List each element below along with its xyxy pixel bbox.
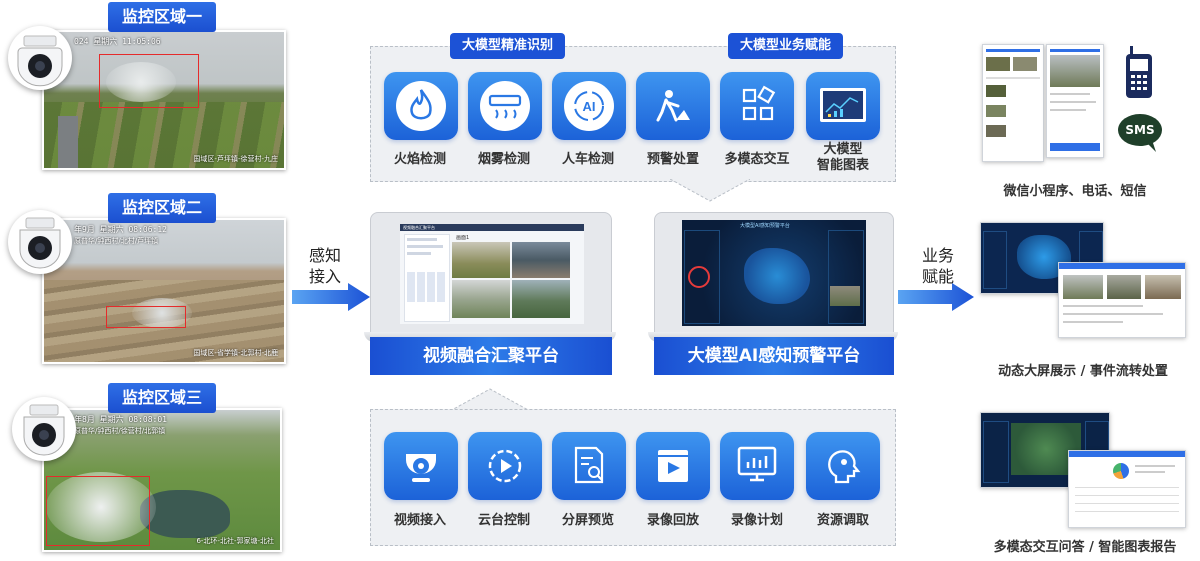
recording-plan-label: 录像计划 bbox=[730, 513, 783, 528]
split-preview-tile[interactable] bbox=[552, 432, 626, 500]
smoke-plume bbox=[46, 472, 156, 542]
resource-retrieval-label: 资源调取 bbox=[816, 513, 869, 528]
zone1-timestamp: 024 星期六 11:05:06 bbox=[74, 37, 161, 46]
ai-detection-icon: AI bbox=[574, 91, 604, 121]
notification-channels-label: 微信小程序、电话、短信 bbox=[1003, 184, 1147, 199]
zone2-title: 监控区域二 bbox=[108, 193, 217, 223]
zone3-video-feed[interactable]: 年8月 星期六 08:08:01 原普华/钟西村/徐营村/北郭镇 6-北环-北社… bbox=[42, 408, 282, 552]
precise-recognition-pill: 大模型精准识别 bbox=[450, 33, 566, 59]
zone2-location: 原普华/钟西村/北村/芦坪镇 bbox=[74, 237, 159, 245]
zone1-detection-box bbox=[99, 54, 199, 108]
recording-playback-label: 录像回放 bbox=[646, 513, 699, 528]
bottom-panel-callout bbox=[450, 388, 530, 411]
smoke-detection-label: 烟雾检测 bbox=[477, 152, 530, 167]
camera-icon bbox=[406, 454, 436, 482]
event-flow-screen[interactable] bbox=[1058, 262, 1186, 338]
business-empower-label: 业务 赋能 bbox=[921, 246, 954, 286]
zone3-timestamp: 年8月 星期六 08:08:01 bbox=[74, 415, 167, 424]
field-rows bbox=[44, 102, 284, 168]
person-vehicle-detection-label: 人车检测 bbox=[561, 152, 614, 167]
video-access-label: 视频接入 bbox=[393, 513, 446, 528]
flame-icon bbox=[410, 89, 432, 120]
multimodal-blocks-icon bbox=[742, 85, 776, 121]
zone3-caption: 6-北环-北社-郭家塘-北社 bbox=[196, 537, 274, 545]
resource-retrieval-tile[interactable] bbox=[806, 432, 880, 500]
mobile-phone-icon bbox=[1126, 46, 1152, 98]
chart-dashboard-icon bbox=[820, 88, 866, 122]
smoke-plume bbox=[106, 62, 176, 102]
video-fusion-screen: 视频融合汇聚平台 画面1 bbox=[400, 224, 584, 324]
ptz-gear-icon bbox=[488, 449, 522, 483]
flame-detection-tile[interactable] bbox=[384, 72, 458, 140]
mini-program-screen-2[interactable] bbox=[1046, 44, 1104, 158]
right-arrow-icon bbox=[898, 283, 974, 311]
screen-panel-title: 画面1 bbox=[456, 235, 470, 241]
utility-pole bbox=[58, 116, 78, 168]
document-search-icon bbox=[574, 446, 604, 484]
ai-warning-platform-label: 大模型AI感知预警平台 bbox=[654, 337, 894, 375]
warning-disposal-tile[interactable] bbox=[636, 72, 710, 140]
top-panel-callout bbox=[670, 179, 750, 202]
video-fusion-platform-label: 视频融合汇聚平台 bbox=[370, 337, 612, 375]
warning-disposal-label: 预警处置 bbox=[646, 152, 699, 167]
zone3-detection-box bbox=[46, 476, 150, 546]
zone1-video-feed[interactable]: 024 星期六 11:05:06 国域区-芦坪镇-徐营村-九庄 bbox=[42, 30, 286, 170]
pond bbox=[140, 490, 230, 538]
ptz-control-label: 云台控制 bbox=[477, 513, 530, 528]
multimodal-report-label: 多模态交互问答 / 智能图表报告 bbox=[993, 540, 1177, 555]
zone3-location: 原普华/钟西村/徐营村/北郭镇 bbox=[74, 427, 166, 435]
flame-detection-label: 火焰检测 bbox=[393, 152, 446, 167]
smart-chart-tile[interactable] bbox=[806, 72, 880, 140]
multimodal-interaction-tile[interactable] bbox=[720, 72, 794, 140]
smart-chart-report-screen[interactable] bbox=[1068, 450, 1186, 528]
ai-warning-screen: 大模型AI感知预警平台 bbox=[682, 220, 866, 326]
video-access-tile[interactable] bbox=[384, 432, 458, 500]
worker-shovel-icon bbox=[656, 90, 690, 122]
person-vehicle-detection-tile[interactable]: AI bbox=[552, 72, 626, 140]
multimodal-interaction-label: 多模态交互 bbox=[724, 152, 790, 167]
smoke-detection-tile[interactable] bbox=[468, 72, 542, 140]
zone2-video-feed[interactable]: 年9月 星期六 08:06:12 原普华/钟西村/北村/芦坪镇 国域区-省学镇-… bbox=[42, 218, 286, 364]
zone2-timestamp: 年9月 星期六 08:06:12 bbox=[74, 225, 167, 234]
screen-app-title: 视频融合汇聚平台 bbox=[403, 225, 435, 230]
zone3-title: 监控区域三 bbox=[108, 383, 217, 413]
video-play-icon bbox=[658, 450, 688, 482]
mini-program-screen-1[interactable] bbox=[982, 44, 1044, 162]
smoke-detector-icon bbox=[488, 94, 522, 119]
smart-chart-label: 大模型 智能图表 bbox=[816, 142, 869, 173]
dashboard-event-label: 动态大屏展示 / 事件流转处置 bbox=[998, 364, 1168, 379]
screen-app-title: 大模型AI感知预警平台 bbox=[740, 223, 790, 229]
ptz-camera-2-icon bbox=[8, 210, 72, 274]
ptz-camera-1-icon bbox=[8, 26, 72, 90]
zone1-title: 监控区域一 bbox=[108, 2, 217, 32]
sms-icon: SMS bbox=[1116, 112, 1164, 152]
ptz-camera-3-icon bbox=[12, 397, 76, 461]
zone1-caption: 国域区-芦坪镇-徐营村-九庄 bbox=[193, 155, 278, 163]
split-preview-label: 分屏预览 bbox=[561, 513, 614, 528]
right-arrow-icon bbox=[292, 283, 370, 311]
business-empower-pill: 大模型业务赋能 bbox=[728, 33, 844, 59]
zone2-detection-box bbox=[106, 306, 186, 328]
zone2-caption: 国域区-省学镇-北郭村-北鹿 bbox=[193, 349, 278, 357]
recording-plan-tile[interactable] bbox=[720, 432, 794, 500]
sensing-access-label: 感知 接入 bbox=[308, 246, 341, 286]
ptz-control-tile[interactable] bbox=[468, 432, 542, 500]
recording-playback-tile[interactable] bbox=[636, 432, 710, 500]
smoke-plume bbox=[132, 298, 192, 328]
monitor-chart-icon bbox=[737, 446, 777, 482]
svg-text:AI: AI bbox=[583, 99, 596, 114]
ai-head-icon bbox=[828, 450, 861, 484]
